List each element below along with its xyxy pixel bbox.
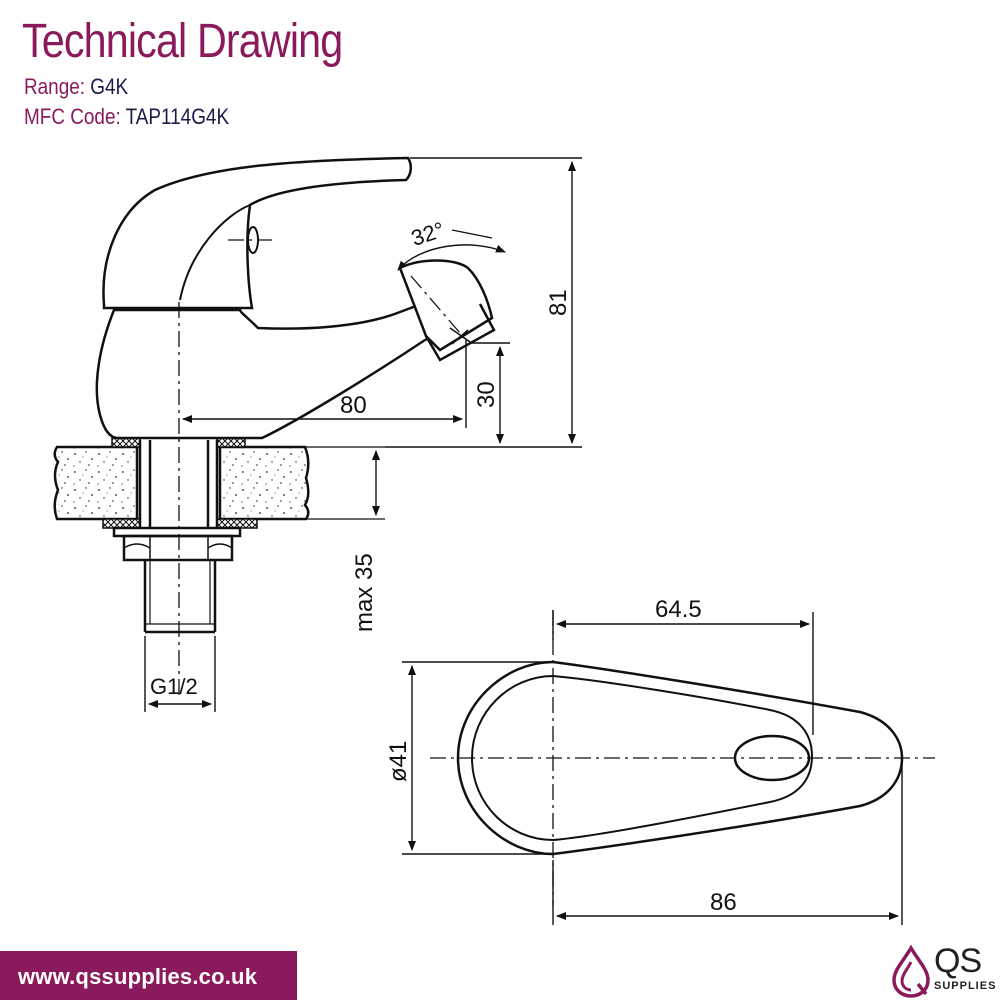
dim-35-label: max 35 [351,553,378,632]
threaded-tail [143,560,217,634]
lever-handle [102,156,412,310]
dim-80-label: 80 [340,392,367,419]
dim-86-label: 86 [710,889,737,916]
seal-bottom-right [216,518,258,529]
seal-top-left [111,437,141,448]
logo-text: QS [934,942,982,980]
centre-lines [178,239,467,700]
dim-30-label: 30 [473,381,500,408]
top-centre-lines [430,610,935,905]
lever-underside [179,204,251,301]
seal-top-right [216,437,246,448]
dim-41-label: ø41 [385,741,412,782]
seal-bottom-left [102,518,141,529]
range-value: G4K [90,74,129,99]
dim-64-label: 64.5 [655,596,702,623]
website-link[interactable]: www.qssupplies.co.uk [18,964,258,989]
water-drop-icon [892,944,930,998]
logo-subtext: SUPPLIES [934,980,997,992]
dim-angle-arc [397,244,506,271]
aerator [398,259,496,362]
dim-thread-label: G1/2 [150,674,198,699]
range-line: Range: G4K [24,74,128,100]
countertop [53,445,385,521]
footer-banner: www.qssupplies.co.uk [0,951,297,1000]
tap-body [95,298,450,440]
brand-logo: QS SUPPLIES [890,942,998,1000]
fixing-nut [112,526,242,562]
lever-outline [456,660,904,856]
top-dimensions [402,610,903,925]
dim-angle-label: 32° [408,217,447,251]
dim-81-label: 81 [545,289,572,316]
top-view [430,610,935,905]
code-value: TAP114G4K [125,104,230,129]
side-dimensions [144,157,582,712]
code-line: MFC Code: TAP114G4K [24,104,229,130]
code-label: MFC Code: [24,104,121,129]
range-label: Range: [24,74,86,99]
page-title: Technical Drawing [22,15,343,68]
shank [138,440,219,528]
